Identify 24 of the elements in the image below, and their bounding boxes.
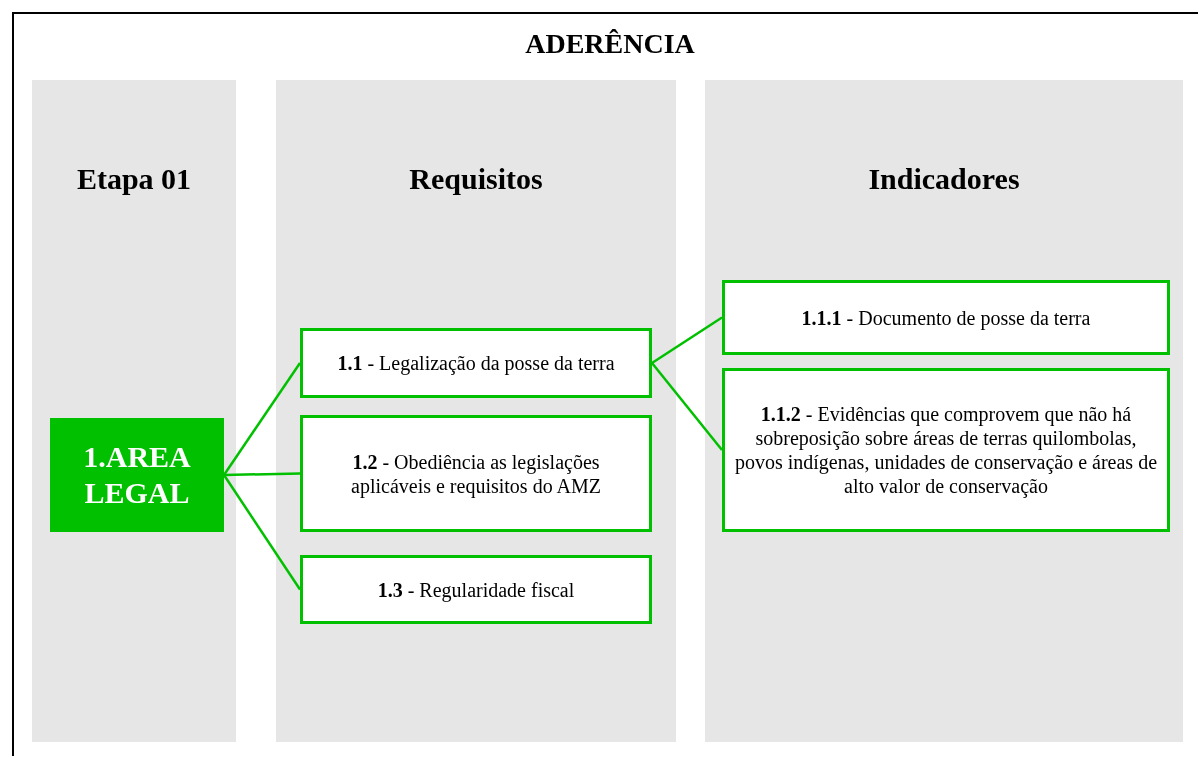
- connector-line: [222, 474, 302, 591]
- category-box: [50, 418, 224, 532]
- connector-line: [651, 362, 723, 451]
- box-text: 1.1.2 - Evidências que comprovem que não há sobreposição sobre áreas de terras quilombolas, povos indígenas, unidades de conservação e áreas de alto valor de conservação: [734, 403, 1158, 497]
- column-heading: Indicadores: [867, 162, 1021, 196]
- connector-line: [651, 316, 723, 365]
- box-text: 1.2 - Obediência as legislações aplicáveis e requisitos do AMZ: [351, 450, 601, 497]
- box-text: 1.AREA LEGAL: [83, 440, 191, 509]
- connector-line: [223, 472, 301, 477]
- item-box: [300, 555, 652, 624]
- connector-line: [222, 362, 302, 476]
- diagram-title: ADERÊNCIA: [525, 28, 695, 59]
- column-heading: Etapa 01: [75, 162, 193, 196]
- column-heading: Requisitos: [408, 162, 544, 196]
- box-text: 1.3 - Regularidade fiscal: [377, 578, 575, 601]
- column-band: [276, 80, 676, 742]
- item-box: [722, 368, 1170, 532]
- column-band: [705, 80, 1183, 742]
- box-text: 1.1 - Legalização da posse da terra: [337, 352, 615, 374]
- box-text: 1.1.1 - Documento de posse da terra: [801, 306, 1091, 329]
- item-box: [722, 280, 1170, 355]
- item-box: [300, 328, 652, 398]
- column-band: [32, 80, 236, 742]
- item-box: [300, 415, 652, 532]
